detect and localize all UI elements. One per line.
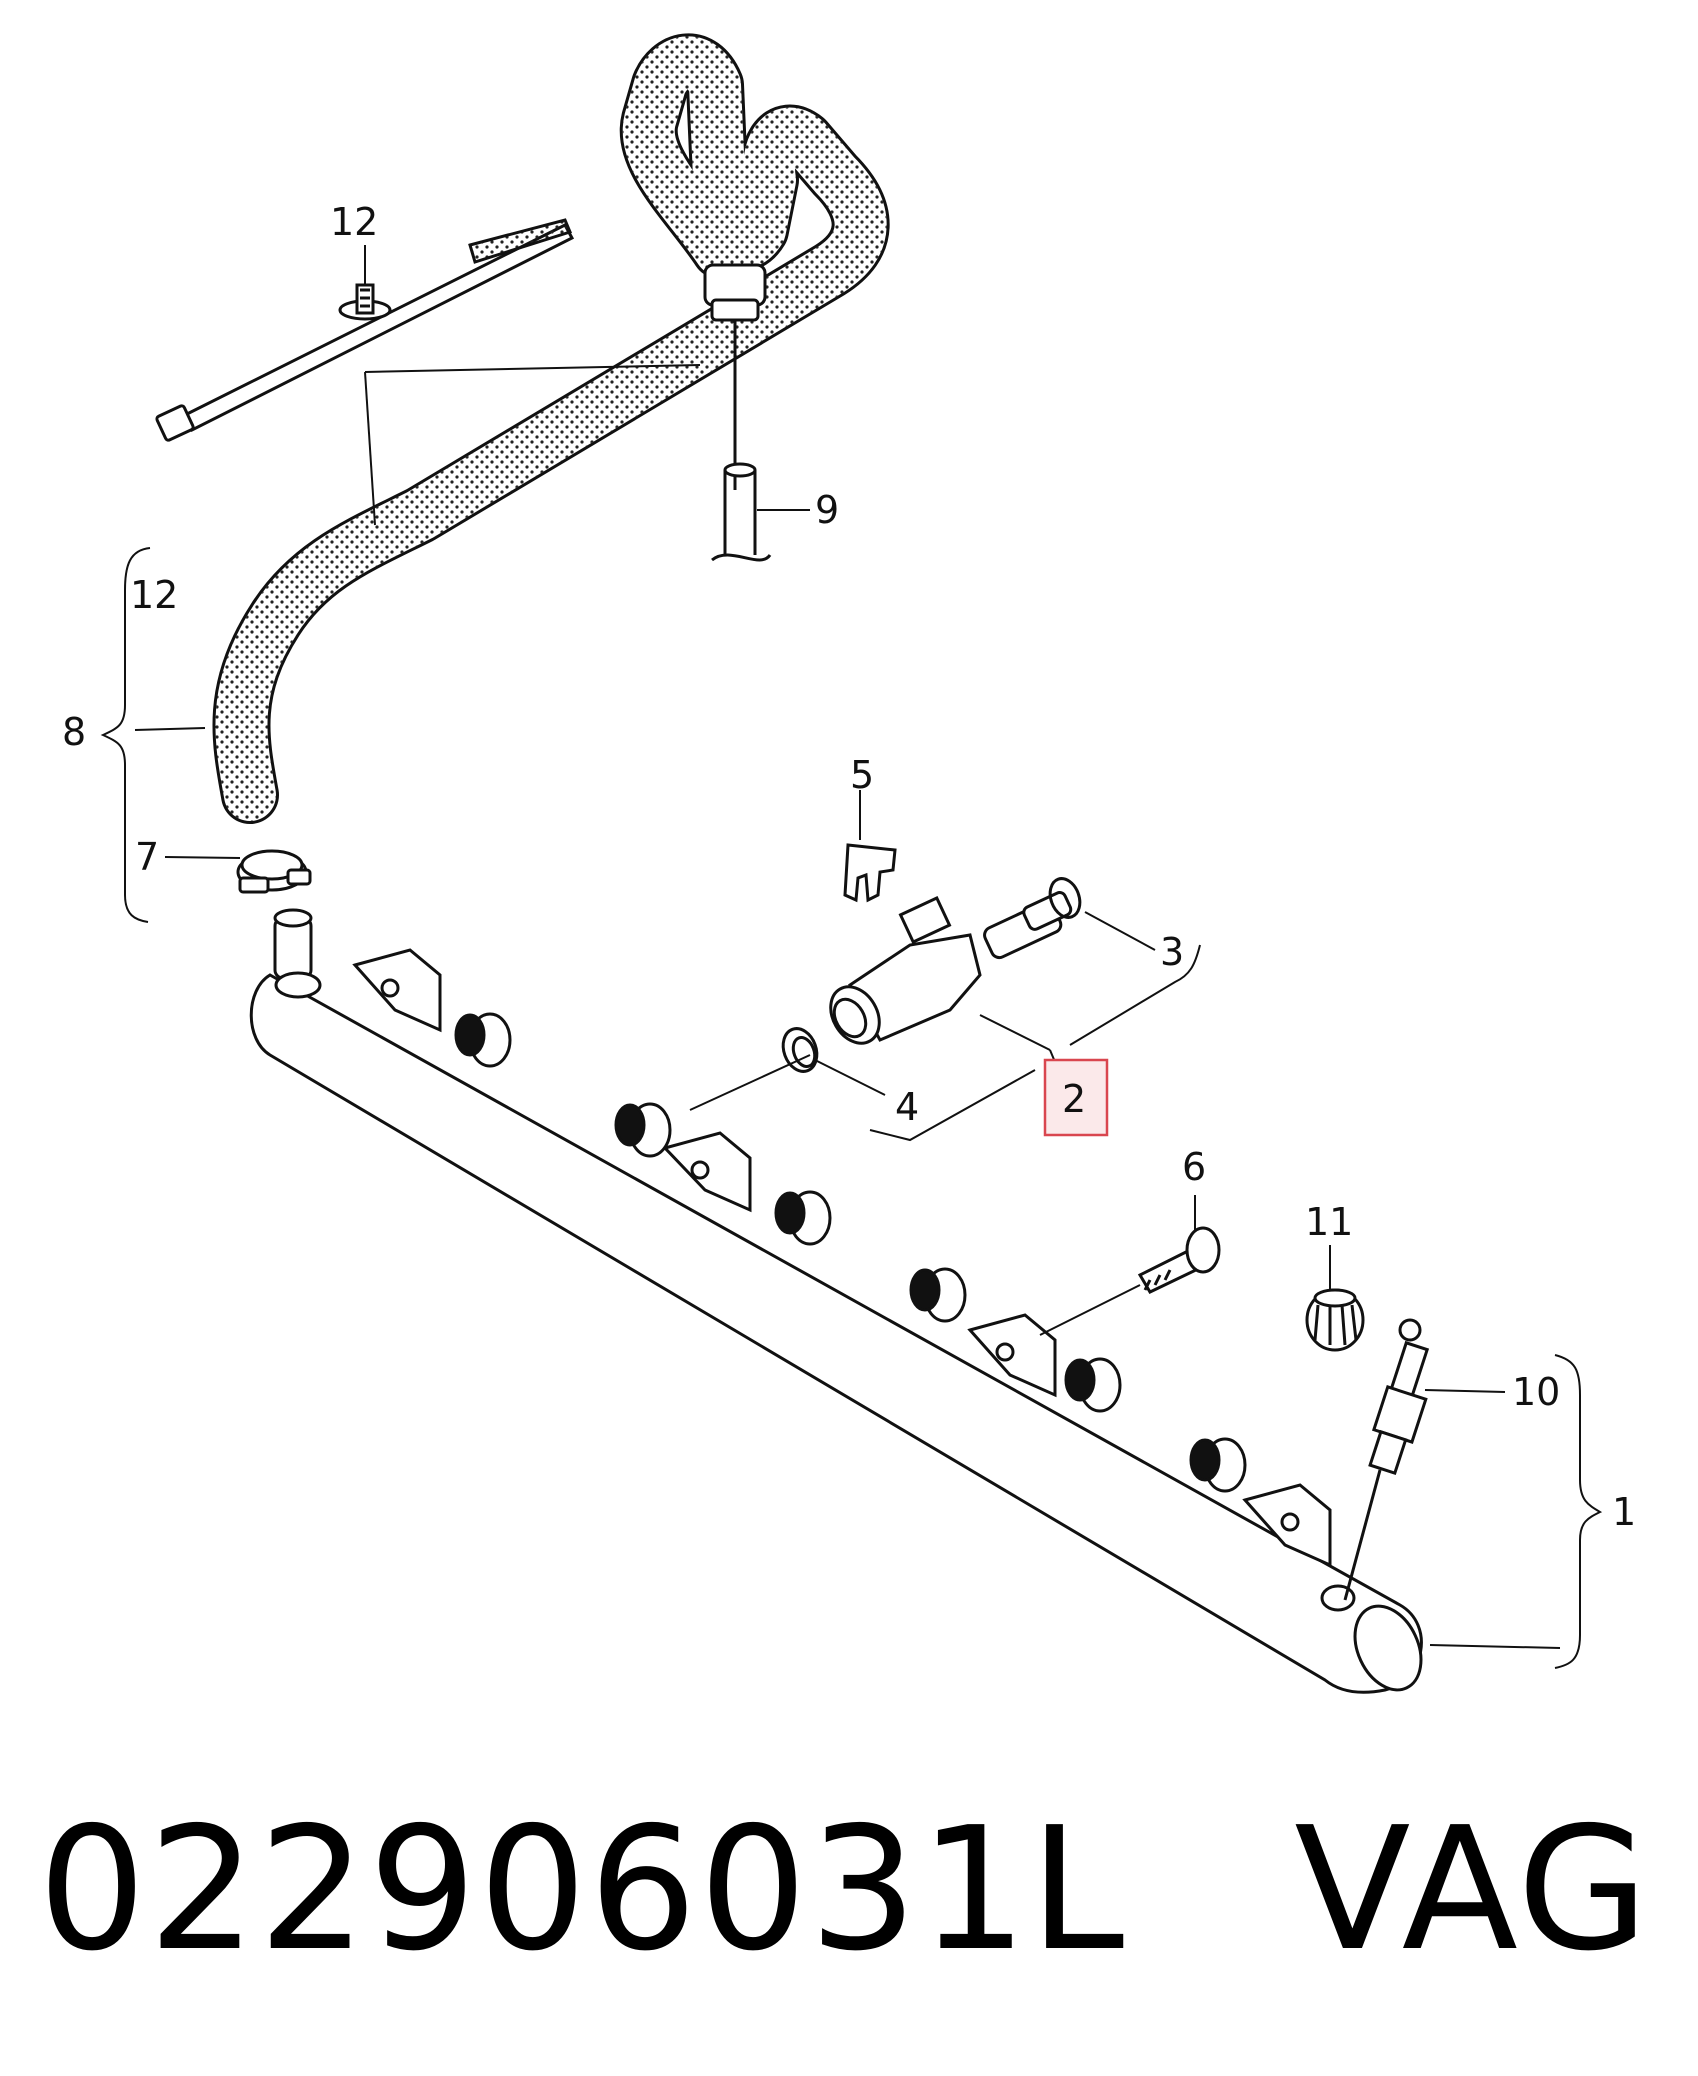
cable-tie — [155, 218, 575, 442]
sensor-cap — [1305, 1288, 1365, 1352]
callout-11: 11 — [1305, 1200, 1353, 1244]
callout-10: 10 — [1512, 1370, 1560, 1414]
retaining-clip — [843, 843, 897, 903]
pipe-stub — [711, 462, 772, 562]
callout-6: 6 — [1182, 1145, 1206, 1189]
hose-clamp — [236, 849, 312, 894]
callout-4: 4 — [895, 1085, 919, 1129]
callout-5: 5 — [850, 753, 874, 797]
pressure-sensor — [1343, 1318, 1430, 1601]
callout-1: 1 — [1612, 1490, 1636, 1534]
bolt — [1137, 1226, 1221, 1294]
fuel-injector — [829, 891, 1073, 1045]
callout-2: 2 — [1062, 1077, 1086, 1121]
callout-12-side: 12 — [130, 573, 178, 617]
callout-8: 8 — [62, 710, 86, 754]
fuel-hose — [212, 33, 890, 824]
part-number: 022906031L — [38, 1791, 1127, 1989]
leader-lines — [100, 245, 810, 923]
callout-3: 3 — [1160, 930, 1184, 974]
brand-name: VAG — [1294, 1791, 1651, 1989]
o-ring-lower — [781, 1027, 819, 1073]
callout-9: 9 — [815, 488, 839, 532]
fuel-rail — [249, 908, 1423, 1694]
callout-2-highlight — [1043, 1058, 1109, 1137]
o-ring-upper — [1048, 877, 1082, 919]
hose-connector — [703, 263, 767, 490]
callout-labels: 12 12 9 8 7 5 3 4 2 6 11 10 1 — [62, 200, 1636, 1534]
callout-12-top: 12 — [330, 200, 378, 244]
part-number-caption: 022906031L VAG — [38, 1805, 1651, 1975]
callout-7: 7 — [135, 835, 159, 879]
